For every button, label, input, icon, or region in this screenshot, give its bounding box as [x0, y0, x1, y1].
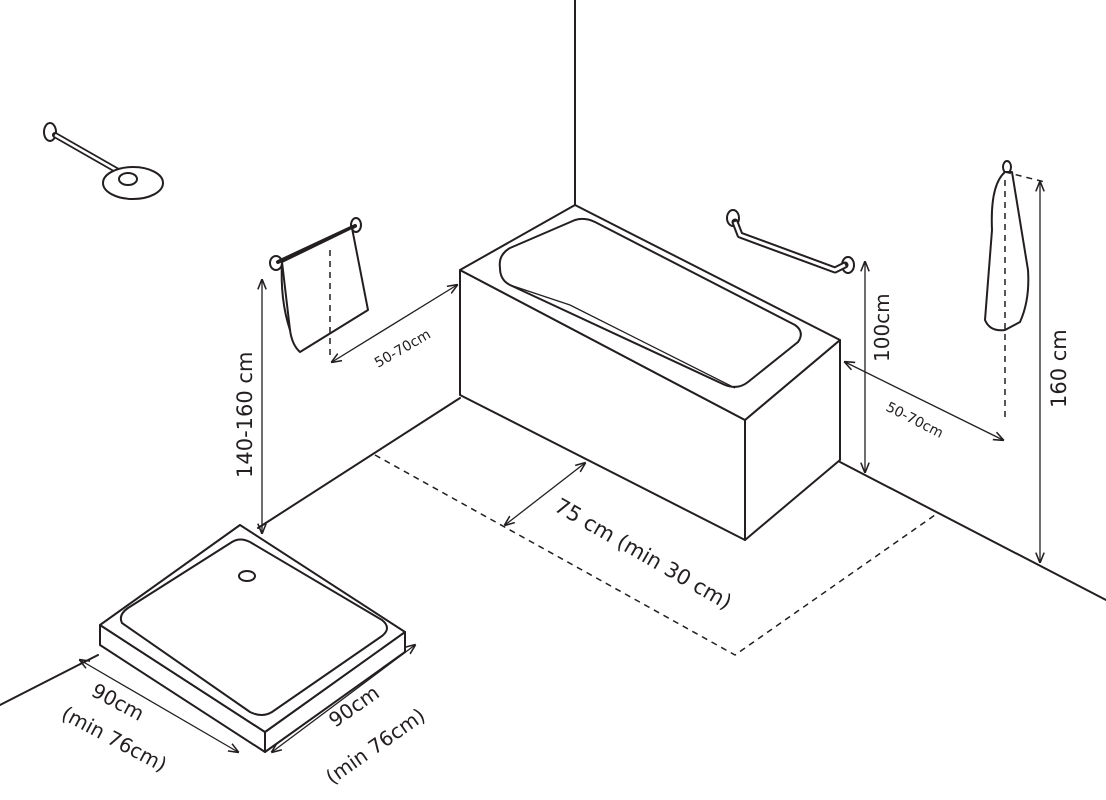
hook-height-label: 160 cm	[1047, 329, 1071, 408]
towel-rail-distance-label: 50-70cm	[372, 327, 434, 372]
towel-rail-height-label: 140-160 cm	[233, 352, 257, 478]
shower-tray	[99, 524, 406, 753]
towel-rail-icon	[269, 217, 369, 355]
hook-towel-icon	[984, 160, 1046, 420]
dimension-arrows	[80, 182, 1040, 752]
grab-bar-icon	[726, 209, 855, 274]
grab-bar-height-label: 100cm	[870, 293, 894, 362]
bathtub	[459, 204, 841, 541]
hook-distance-label: 50-70cm	[883, 399, 946, 441]
shower-head-icon	[43, 122, 164, 200]
clearance-area	[374, 454, 936, 656]
